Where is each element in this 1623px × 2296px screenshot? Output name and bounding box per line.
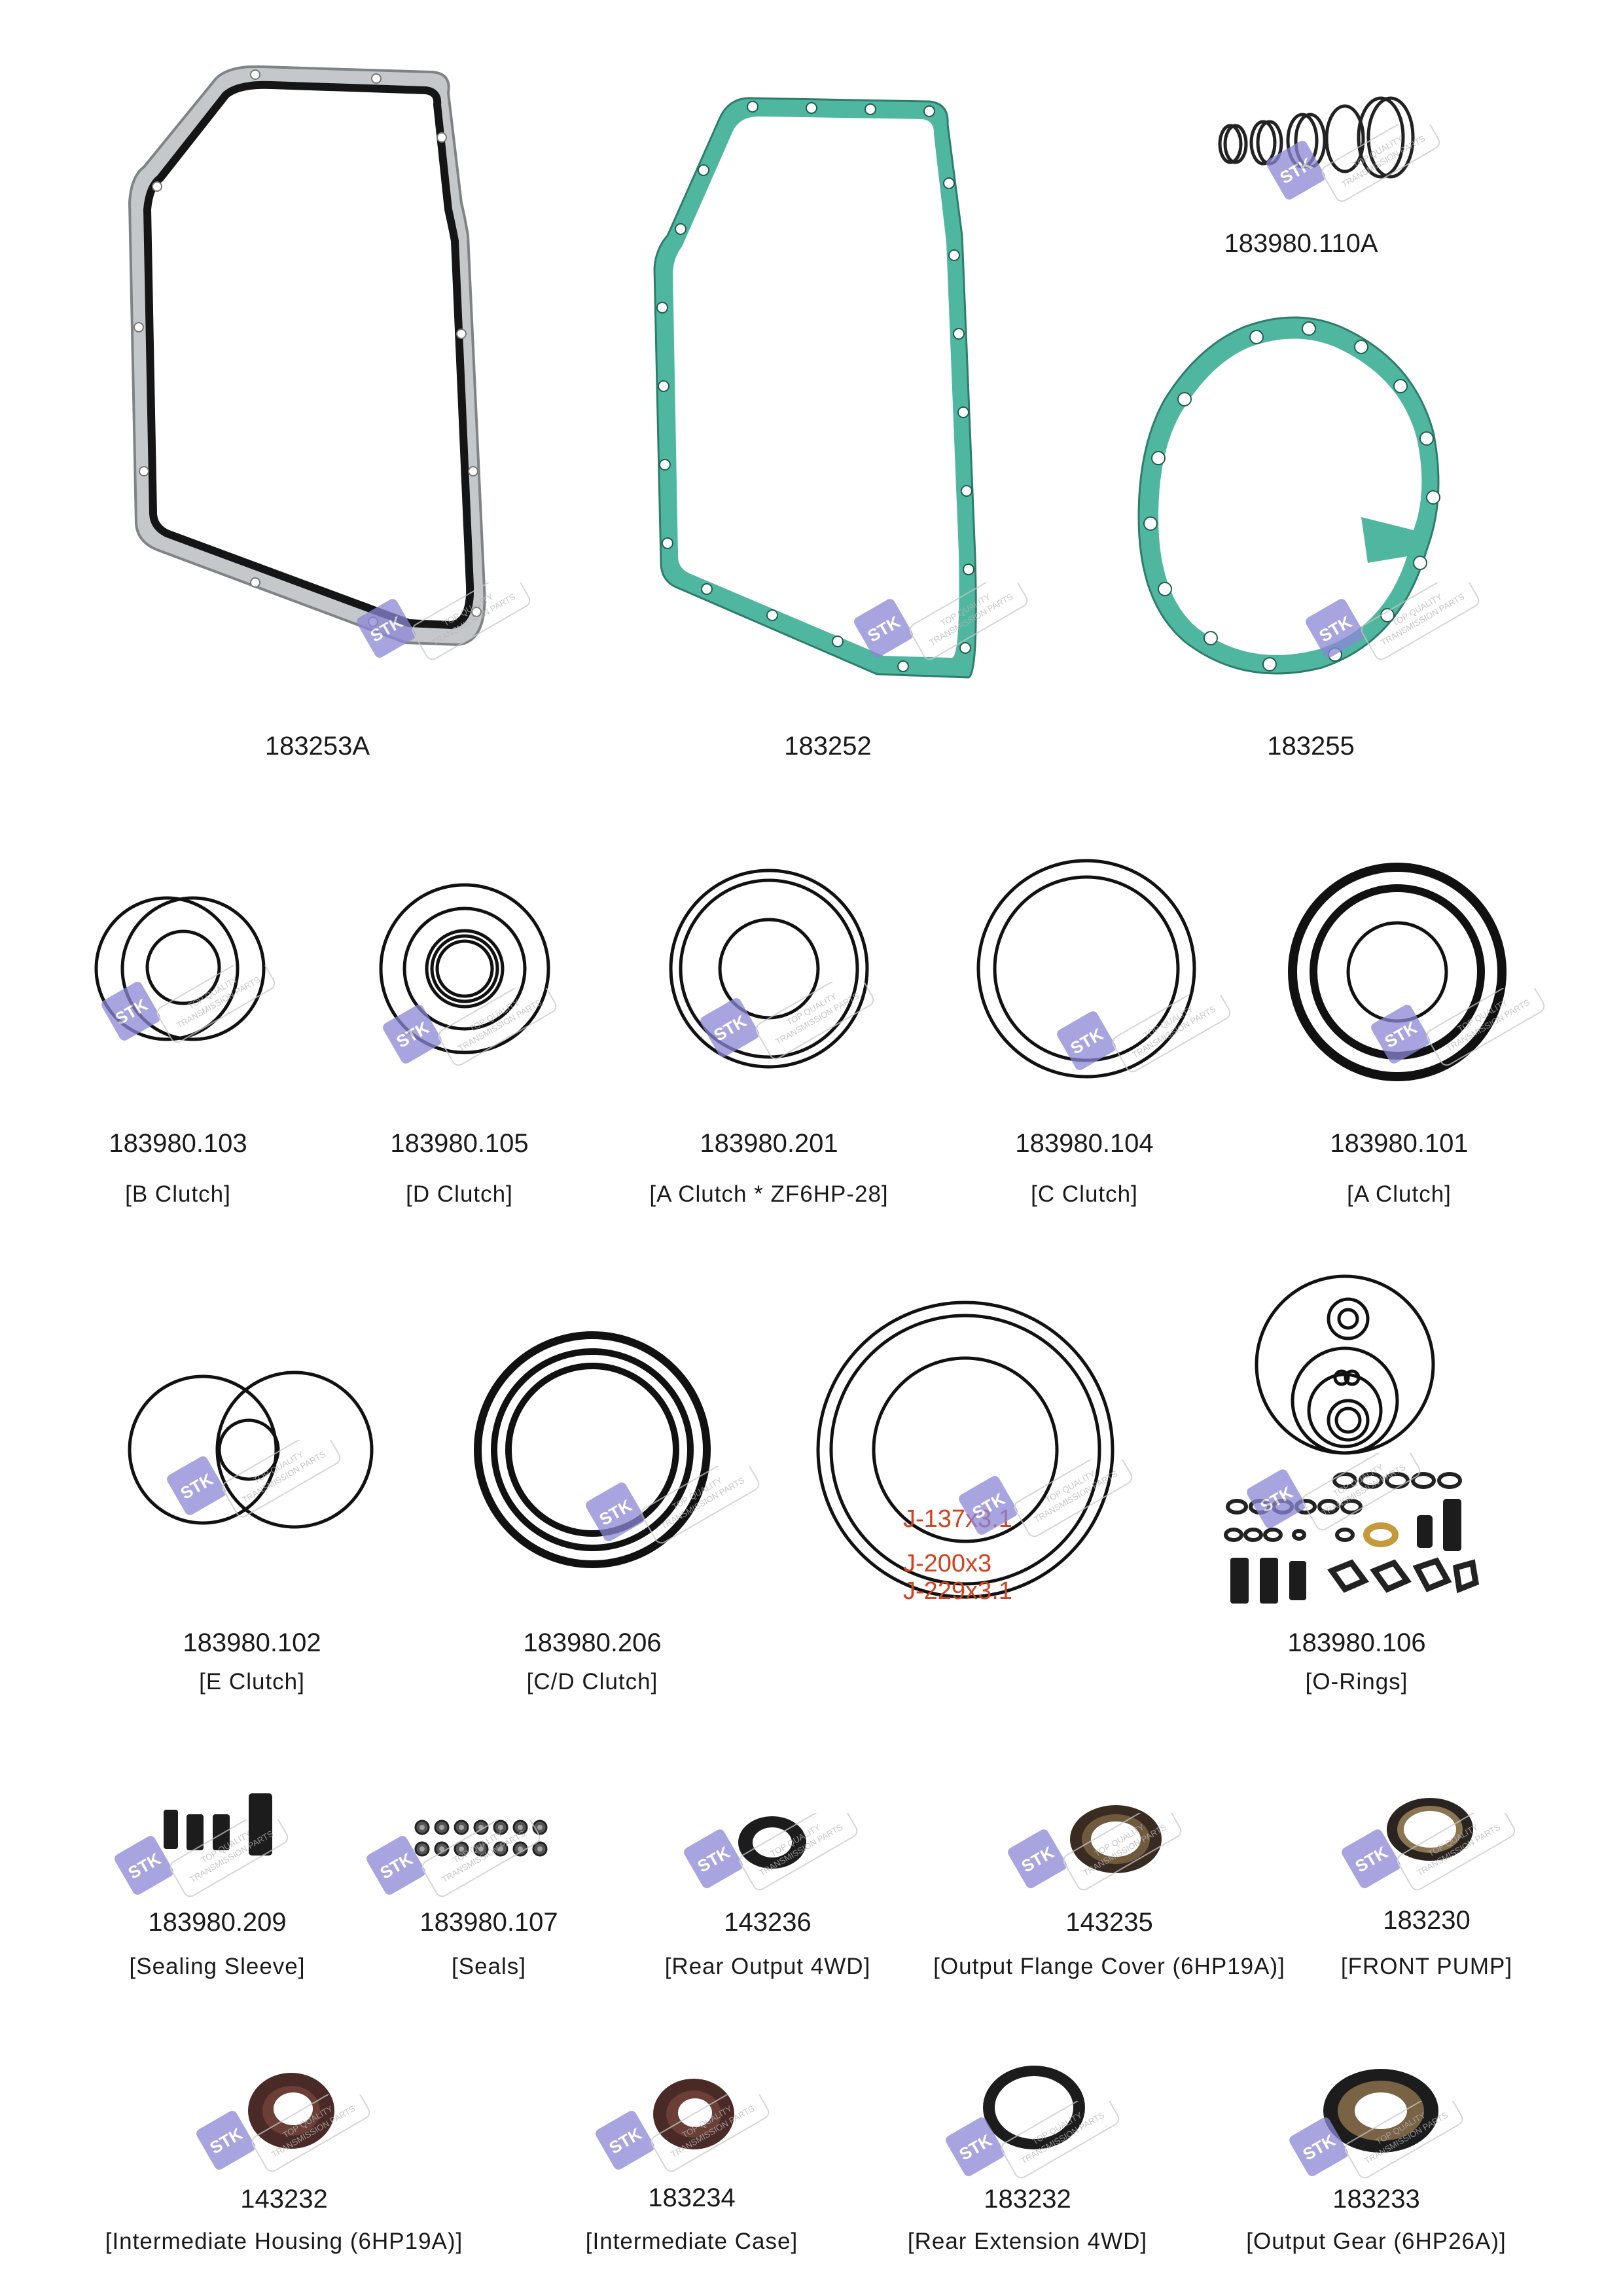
part-code: 183980.102 bbox=[183, 1628, 321, 1657]
part-code: 183980.209 bbox=[148, 1908, 287, 1937]
part-code: 183980.101 bbox=[1330, 1129, 1469, 1158]
b-clutch-seals-image bbox=[94, 896, 266, 1041]
part-description: [A Clutch] bbox=[1347, 1181, 1452, 1207]
part-code: 143236 bbox=[724, 1908, 812, 1937]
part-description: [Intermediate Case] bbox=[585, 2229, 798, 2254]
ring-dimension-label: J-200x3 bbox=[903, 1550, 992, 1577]
part-description: [O-Rings] bbox=[1305, 1669, 1408, 1695]
part-description: [FRONT PUMP] bbox=[1340, 1954, 1513, 1979]
part-description: [Rear Output 4WD] bbox=[664, 1954, 871, 1979]
output-flange-cover-seal-image bbox=[1070, 1805, 1162, 1873]
part-description: [Rear Extension 4WD] bbox=[907, 2229, 1148, 2254]
part-code: 143232 bbox=[240, 2185, 328, 2214]
front-pump-seal-image bbox=[1387, 1798, 1473, 1861]
green-housing-gasket-image bbox=[1137, 316, 1440, 675]
part-code: 183980.107 bbox=[419, 1908, 558, 1937]
part-code: 183253A bbox=[264, 732, 370, 761]
part-code: 183252 bbox=[784, 732, 872, 761]
part-code: 183230 bbox=[1383, 1906, 1471, 1935]
part-code: 183234 bbox=[648, 2183, 736, 2212]
o-rings-kit-image bbox=[1224, 1274, 1479, 1604]
part-description: [B Clutch] bbox=[125, 1181, 231, 1207]
a-clutch-zf6hp28-seals-image bbox=[669, 869, 869, 1069]
part-code: 183232 bbox=[984, 2185, 1071, 2214]
green-pan-gasket-image bbox=[653, 97, 977, 679]
part-description: [Output Gear (6HP26A)] bbox=[1246, 2229, 1507, 2254]
part-description: [C/D Clutch] bbox=[526, 1669, 658, 1695]
part-description: [C Clutch] bbox=[1031, 1181, 1138, 1207]
part-code: 183980.103 bbox=[109, 1129, 247, 1158]
sealing-sleeve-image bbox=[164, 1793, 272, 1856]
ring-dimension-label: J-229x3.1 bbox=[903, 1577, 1012, 1605]
seals-set-image bbox=[414, 1820, 548, 1857]
part-description: [Seals] bbox=[452, 1954, 526, 1979]
part-description: [Output Flange Cover (6HP19A)] bbox=[933, 1954, 1285, 1979]
cd-clutch-seals-image bbox=[474, 1331, 711, 1568]
part-code: 183980.106 bbox=[1287, 1628, 1426, 1657]
part-code: 143235 bbox=[1065, 1908, 1153, 1937]
d-clutch-seals-image bbox=[379, 883, 550, 1054]
part-description: [D Clutch] bbox=[406, 1181, 513, 1207]
part-description: [A Clutch * ZF6HP-28] bbox=[649, 1181, 889, 1207]
part-description: [Intermediate Housing (6HP19A)] bbox=[105, 2229, 463, 2254]
e-clutch-seals-image bbox=[128, 1371, 374, 1529]
part-code: 183980.105 bbox=[390, 1129, 529, 1158]
rear-output-4wd-seal-image bbox=[738, 1816, 806, 1869]
large-seal-rings-image bbox=[816, 1300, 1115, 1599]
output-gear-seal-image bbox=[1323, 2069, 1438, 2153]
oil-pan-gasket-image bbox=[128, 65, 486, 647]
intermediate-housing-seal-image bbox=[248, 2073, 334, 2149]
part-description: [E Clutch] bbox=[199, 1669, 305, 1695]
part-code: 183233 bbox=[1332, 2185, 1420, 2214]
part-code: 183255 bbox=[1267, 732, 1355, 761]
part-code: 183980.201 bbox=[700, 1129, 838, 1158]
part-code: 183980.104 bbox=[1015, 1129, 1154, 1158]
part-code: 183980.206 bbox=[523, 1628, 662, 1657]
part-description: [Sealing Sleeve] bbox=[129, 1954, 306, 1979]
rear-extension-4wd-seal-image bbox=[983, 2066, 1085, 2149]
part-code: 183980.110A bbox=[1224, 229, 1378, 258]
